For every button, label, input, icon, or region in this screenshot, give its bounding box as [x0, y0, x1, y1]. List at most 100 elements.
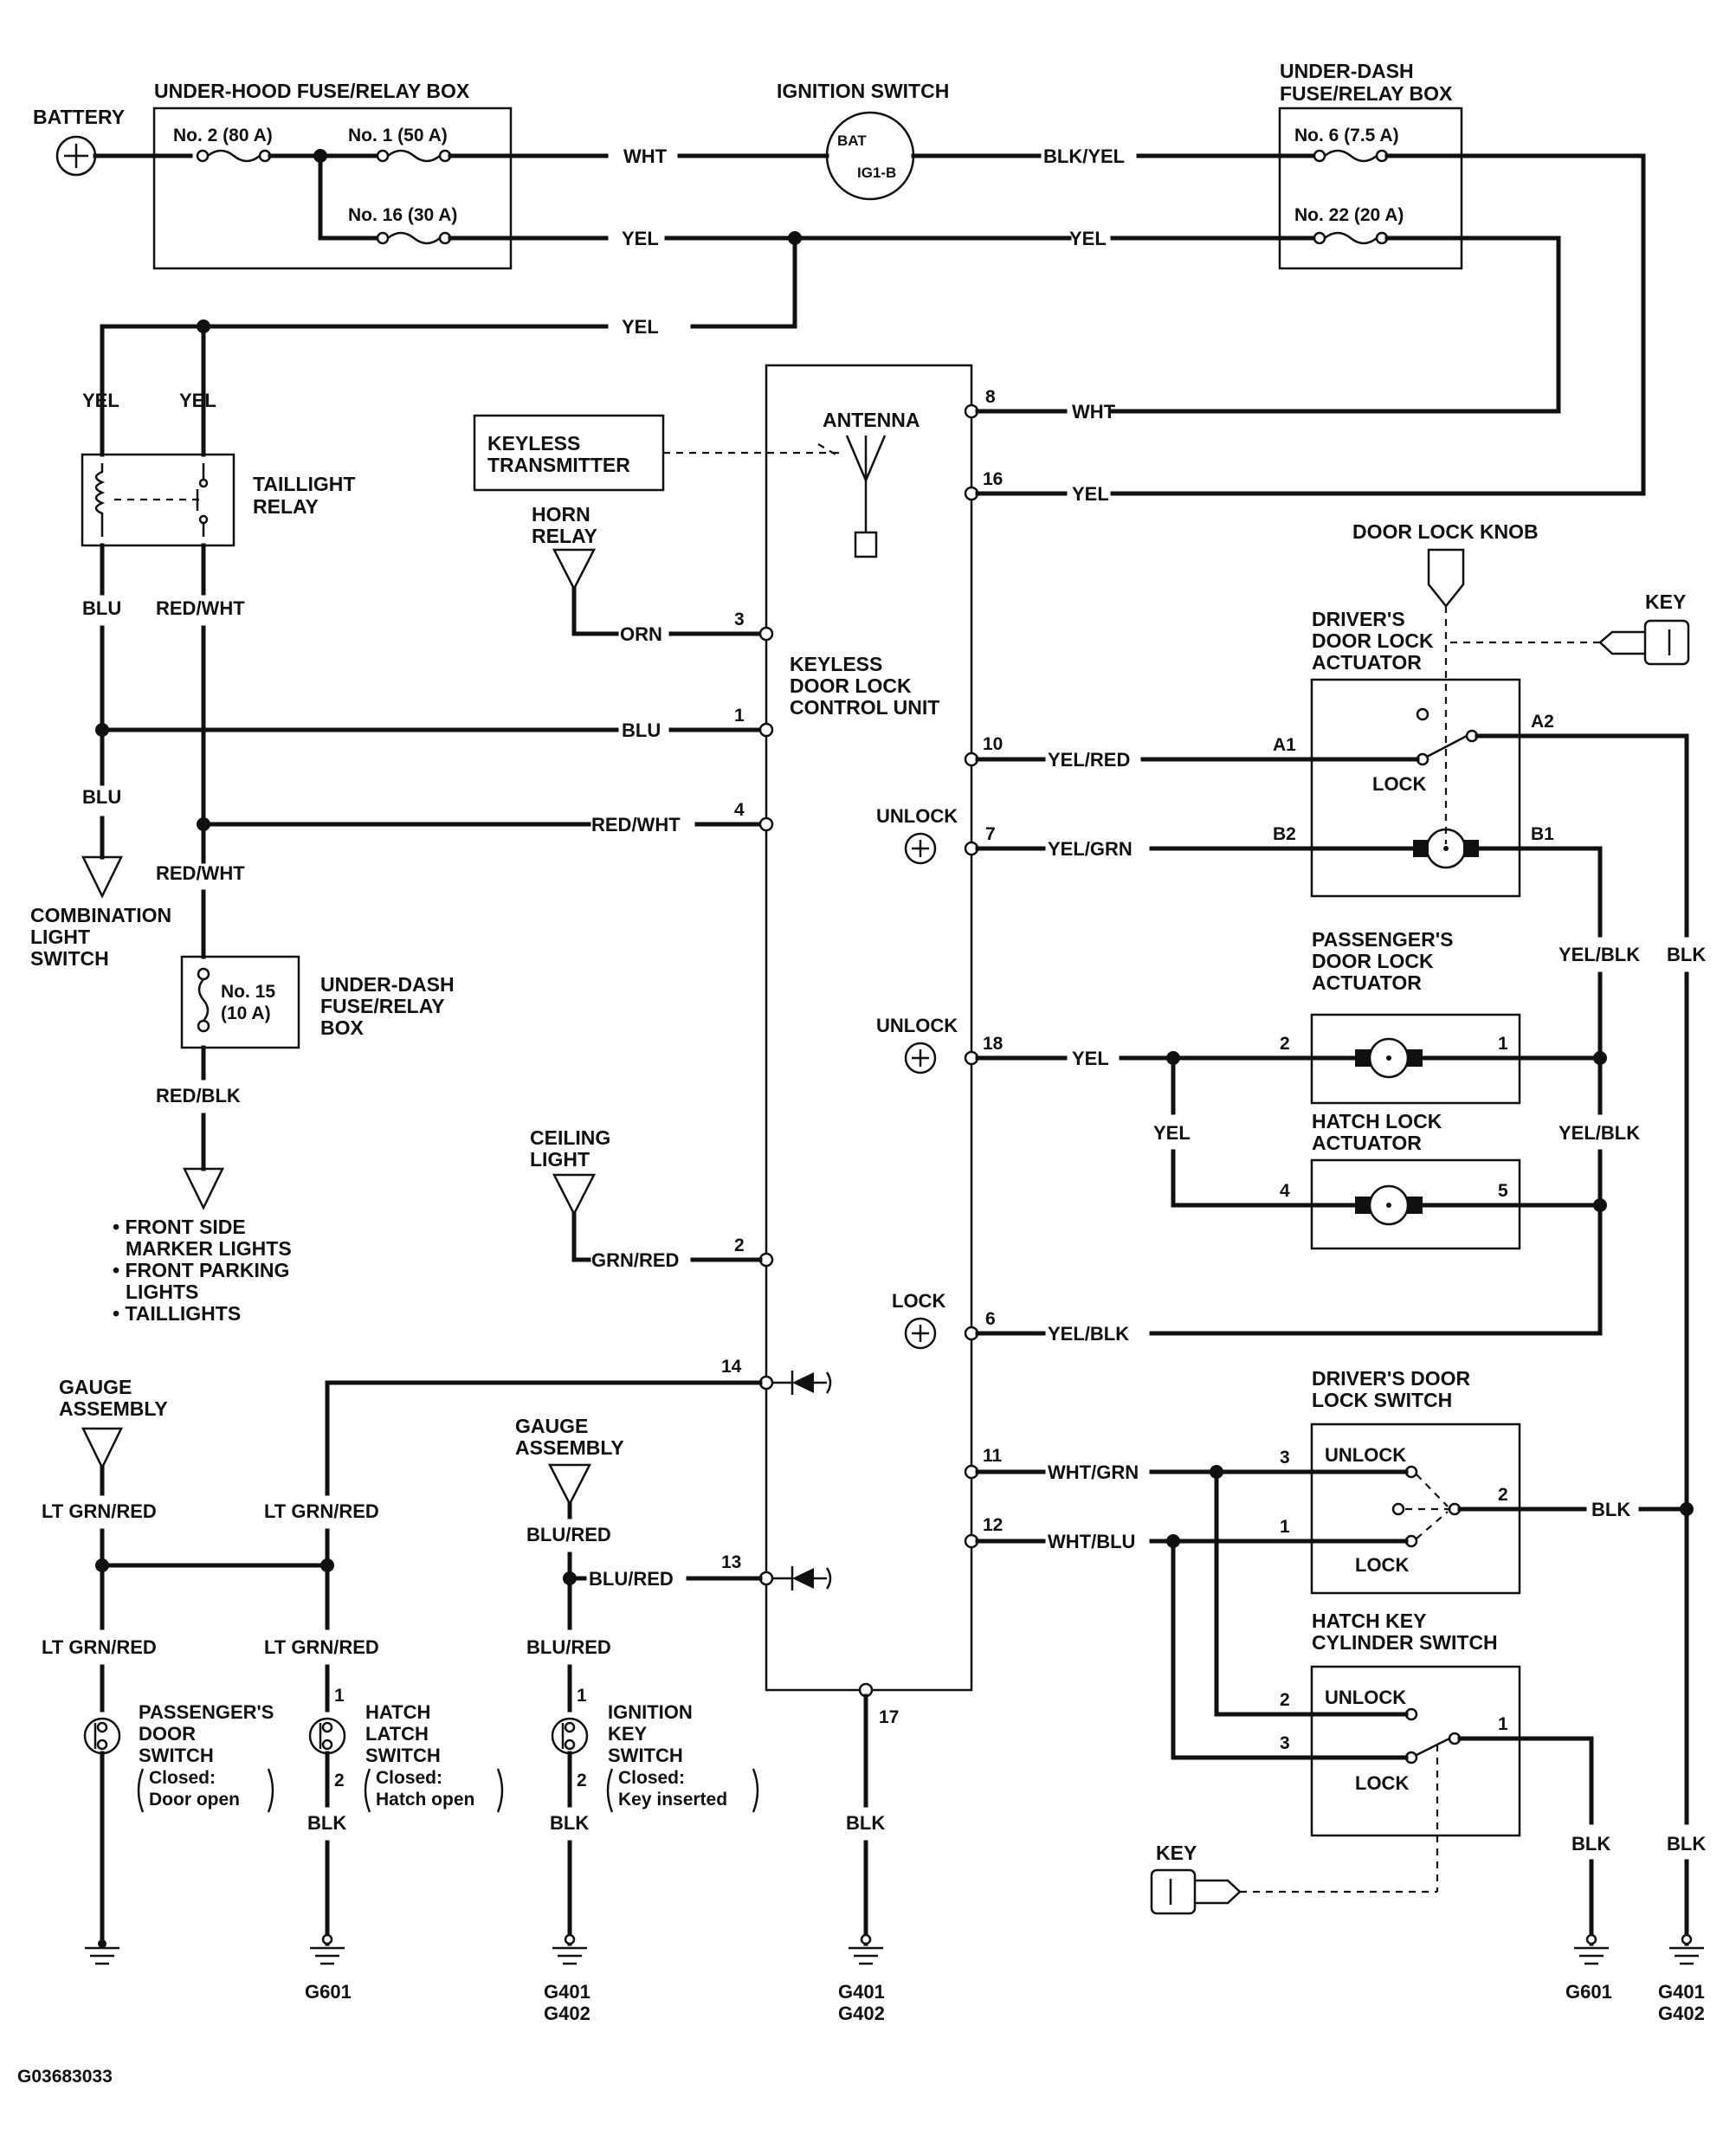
taillight-relay-label-1: TAILLIGHT [253, 473, 355, 495]
pin-14: 14 [721, 1357, 742, 1377]
drv-switch-label-1: DRIVER'S DOOR [1312, 1367, 1470, 1390]
fuse-no15-label-1: No. 15 [221, 982, 275, 1002]
pin-pass-2: 2 [1280, 1034, 1290, 1054]
ground-g401-a: G401 [544, 1981, 590, 2003]
wire-blk-right-2: BLK [1667, 1833, 1706, 1855]
drv-actuator-label-2: DOOR LOCK [1312, 629, 1434, 652]
underdash2-label-3: BOX [320, 1016, 365, 1039]
gauge-assembly-middle: GAUGE ASSEMBLY [515, 1415, 624, 1506]
door-lock-knob-label: DOOR LOCK KNOB [1352, 520, 1539, 543]
ignition-switch-label: IGNITION SWITCH [777, 80, 949, 102]
wire-lt-grn-red-2: LT GRN/RED [264, 1500, 379, 1522]
pin-1: 1 [734, 706, 745, 726]
pin-hatchsw-2: 2 [1280, 1690, 1290, 1710]
gauge-assembly-left: GAUGE ASSEMBLY [59, 1376, 168, 1470]
ign-key-sw-label-3: SWITCH [608, 1745, 683, 1766]
combo-switch-label-3: SWITCH [30, 947, 109, 970]
lock-label-cu: LOCK [892, 1290, 945, 1312]
unlock-label-1: UNLOCK [876, 805, 958, 827]
door-lock-knob: DOOR LOCK KNOB [1352, 520, 1539, 609]
unlock-indicator-1: UNLOCK [876, 805, 958, 865]
pin-ignkey-1: 1 [577, 1686, 587, 1706]
wire-blu-1: BLU [82, 597, 121, 619]
keyless-tx-label-2: TRANSMITTER [487, 454, 630, 476]
wire-blk-pin17: BLK [846, 1812, 885, 1834]
fuse-no1 [376, 149, 452, 163]
unlock-label-drvsw: UNLOCK [1325, 1444, 1406, 1466]
pin-3: 3 [734, 610, 745, 629]
ign-ig1b-label: IG1-B [857, 165, 896, 181]
unlock-indicator-2: UNLOCK [876, 1015, 958, 1074]
key-top-label: KEY [1645, 590, 1686, 613]
pin-17: 17 [879, 1707, 899, 1727]
pin-latch-2: 2 [334, 1771, 345, 1790]
hatch-key-label-1: HATCH KEY [1312, 1610, 1426, 1632]
underhood-fuse-box: UNDER-HOOD FUSE/RELAY BOX No. 2 (80 A) N… [152, 80, 513, 270]
wire-yel-relay-2: YEL [179, 390, 216, 411]
gauge-mid-label-1: GAUGE [515, 1415, 588, 1437]
pin-latch-1: 1 [334, 1686, 345, 1706]
wire-blu-red-2: BLU/RED [589, 1568, 674, 1590]
lock-label-hatchsw: LOCK [1355, 1772, 1409, 1794]
drv-actuator-label-3: ACTUATOR [1312, 651, 1422, 674]
wire-blu-2: BLU [622, 719, 661, 741]
wire-blu-red-3: BLU/RED [526, 1636, 611, 1658]
unlock-label-hatchsw: UNLOCK [1325, 1687, 1406, 1708]
pin-4: 4 [734, 800, 745, 820]
lights-label-3: • FRONT PARKING [113, 1259, 289, 1281]
pass-door-sw-label-4: Closed: [149, 1768, 216, 1788]
lights-label-4: LIGHTS [126, 1281, 198, 1303]
fuse-no16 [376, 231, 452, 245]
hatch-actuator-label-2: ACTUATOR [1312, 1132, 1422, 1154]
diode-pin14 [772, 1371, 832, 1395]
pin-2: 2 [734, 1235, 745, 1255]
wire-red-wht-1: RED/WHT [156, 597, 245, 619]
wire-yel-red: YEL/RED [1048, 749, 1130, 771]
pin-8: 8 [985, 387, 996, 407]
ign-key-sw-label-4: Closed: [618, 1768, 685, 1788]
ign-key-sw-label-1: IGNITION [608, 1701, 693, 1723]
fuse-no6-label: No. 6 (7.5 A) [1294, 126, 1399, 145]
hatch-latch-label-3: SWITCH [365, 1745, 441, 1766]
wire-yel-3: YEL [622, 316, 659, 338]
ceiling-light-label-1: CEILING [530, 1126, 610, 1149]
horn-relay: HORN RELAY [532, 503, 597, 591]
fuse-no15-label-2: (10 A) [221, 1003, 271, 1023]
lock-label-drvsw: LOCK [1355, 1554, 1409, 1576]
pin-10: 10 [983, 734, 1003, 754]
battery-label: BATTERY [33, 106, 125, 128]
underdash-fuse-box: UNDER-DASH FUSE/RELAY BOX No. 6 (7.5 A) … [1278, 60, 1463, 270]
wire-wht-grn: WHT/GRN [1048, 1461, 1139, 1483]
pin-hatch-4: 4 [1280, 1181, 1290, 1201]
pin-drvsw-3: 3 [1280, 1448, 1290, 1468]
fuse-no22-label: No. 22 (20 A) [1294, 205, 1404, 225]
control-unit-label-3: CONTROL UNIT [790, 696, 939, 719]
lights-label-1: • FRONT SIDE [113, 1216, 246, 1238]
combo-switch-label-2: LIGHT [30, 926, 90, 948]
gauge-mid-label-2: ASSEMBLY [515, 1436, 624, 1459]
ground-symbol-4: G401 G402 [838, 1933, 885, 2024]
combo-switch-label-1: COMBINATION [30, 904, 171, 926]
control-unit-label-2: DOOR LOCK [790, 674, 912, 697]
wire-wht-blu: WHT/BLU [1048, 1531, 1135, 1552]
combination-light-switch: COMBINATION LIGHT SWITCH [30, 816, 171, 970]
wire-yel-2: YEL [1069, 228, 1107, 249]
pin-hatchsw-1: 1 [1498, 1714, 1508, 1734]
wire-blu-red-1: BLU/RED [526, 1524, 611, 1545]
wire-yel-grn: YEL/GRN [1048, 838, 1133, 860]
ground-g402-b: G402 [838, 2003, 885, 2024]
ground-g601-left: G601 [305, 1981, 352, 2003]
wire-wht-2: WHT [1072, 401, 1116, 423]
lock-label-drv: LOCK [1372, 773, 1426, 795]
pin-12: 12 [983, 1515, 1003, 1535]
horn-relay-label-1: HORN [532, 503, 590, 526]
ground-symbol-1 [85, 1939, 119, 1965]
ground-symbol-3: G401 G402 [544, 1933, 590, 2024]
wire-blk-yel: BLK/YEL [1043, 145, 1125, 167]
wire-blk-ignkey: BLK [550, 1812, 589, 1834]
pin-pass-1: 1 [1498, 1034, 1508, 1054]
figure-id: G03683033 [17, 2067, 113, 2087]
key-top: KEY [1448, 590, 1690, 666]
battery: BATTERY [33, 106, 125, 177]
passenger-door-switch: PASSENGER'S DOOR SWITCH Closed: Door ope… [83, 1701, 274, 1813]
